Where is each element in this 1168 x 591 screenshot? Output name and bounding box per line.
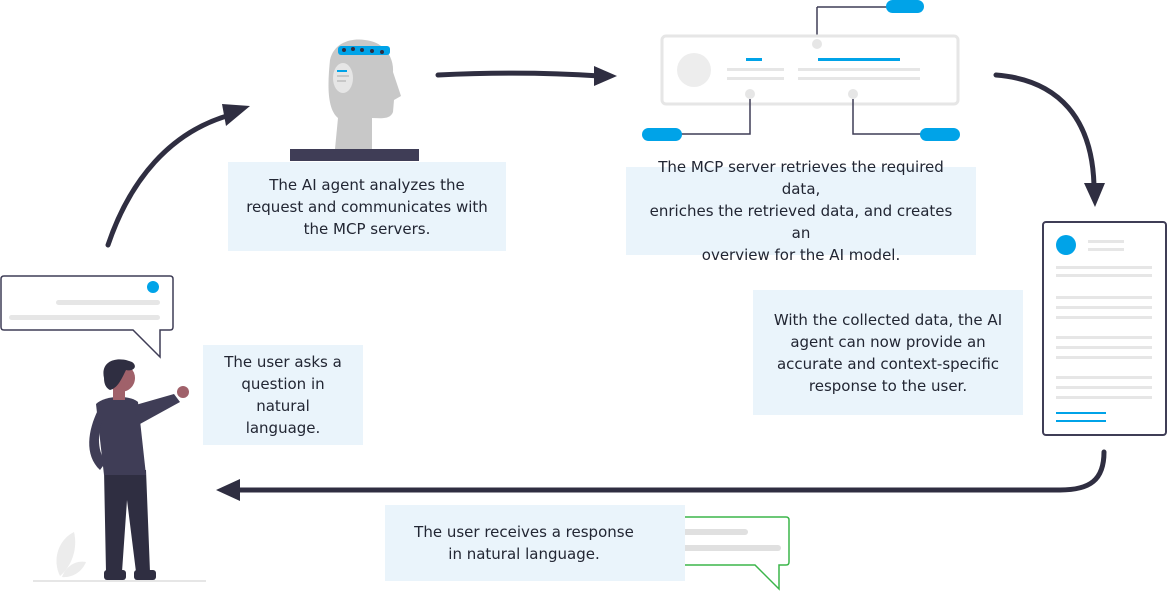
doc-line [1056,346,1152,349]
user-hair [103,359,135,390]
arrowhead-document [1084,183,1105,207]
ai-agent-head [290,39,419,161]
band-dot [360,48,364,52]
user-torso [96,396,146,475]
response-document [1042,221,1167,436]
arrowhead-agent [222,104,250,126]
accent-line [818,58,900,61]
doc-line [1056,386,1152,389]
ear-line [337,80,346,82]
user-raised-arm [132,394,180,424]
bubble-dot [147,281,159,293]
bubble-line [675,529,748,535]
caption-user-receives-text: The user receives a response in natural … [414,523,634,563]
doc-line [1088,248,1124,251]
caption-mcp-server-text: The MCP server retrieves the required da… [649,158,953,264]
band-dot [370,49,374,53]
ear-line [337,75,349,77]
doc-line [1056,336,1152,339]
doc-accent-line [1056,412,1106,414]
plant-leaf-icon [56,532,76,576]
ear-line [337,70,347,72]
user-person [33,359,206,582]
user-shoe [104,570,126,580]
server-avatar-placeholder [677,53,711,87]
doc-line [1056,316,1152,319]
caption-mcp-server: The MCP server retrieves the required da… [626,158,976,264]
tag-pill [886,0,924,13]
placeholder-line [798,68,920,71]
doc-line [1056,296,1152,299]
doc-line [1056,356,1152,359]
placeholder-line [798,77,920,80]
connector-node [848,89,858,99]
caption-agent-response-text: With the collected data, the AI agent ca… [773,310,1003,395]
caption-user-question-text: The user asks a question in natural lang… [224,353,342,437]
bubble-line [675,545,781,551]
doc-line [1056,396,1152,399]
connector-line [852,99,922,135]
doc-line [1056,306,1152,309]
head-silhouette [328,39,401,149]
user-shoe [134,570,156,580]
arrow-document-to-user [237,449,1107,493]
placeholder-line [727,68,784,71]
head-band [338,46,390,55]
user-legs [104,470,150,572]
bubble-line [9,315,160,320]
caption-user-question: The user asks a question in natural lang… [203,345,363,445]
document-page [1042,221,1167,436]
arrow-server-to-document [993,72,1097,188]
band-dot [351,47,355,51]
arrow-heads [216,66,1105,501]
tag-pill [920,128,960,141]
doc-line [1056,274,1152,277]
mcp-server-card [642,0,960,141]
doc-line [1088,240,1124,243]
head-ear-panel [333,63,353,93]
user-back-arm [89,410,106,470]
arrow-user-to-agent [105,112,233,248]
arrowhead-user [216,479,240,501]
doc-accent-line [1056,420,1106,422]
arrowhead-server [594,66,617,86]
caption-ai-agent-text: The AI agent analyzes the request and co… [246,175,488,238]
flow-arrows [105,70,1107,493]
document-avatar [1056,235,1076,255]
band-dot [380,50,384,54]
connector-node [745,89,755,99]
user-hand [177,386,189,398]
arrow-agent-to-server [435,70,603,79]
placeholder-line [727,77,784,80]
user-question-bubble [0,275,174,359]
band-dot [342,48,346,52]
doc-line [1056,376,1152,379]
connector-line [680,99,751,135]
bubble-line [56,300,160,305]
accent-line [746,58,762,61]
caption-agent-response: With the collected data, the AI agent ca… [753,290,1023,415]
caption-ai-agent: The AI agent analyzes the request and co… [228,162,506,251]
doc-line [1056,266,1152,269]
caption-user-receives: The user receives a response in natural … [385,505,685,581]
tag-pill [642,128,682,141]
connector-node [812,39,822,49]
head-pedestal [290,149,419,161]
plant-leaf-icon [62,561,86,578]
